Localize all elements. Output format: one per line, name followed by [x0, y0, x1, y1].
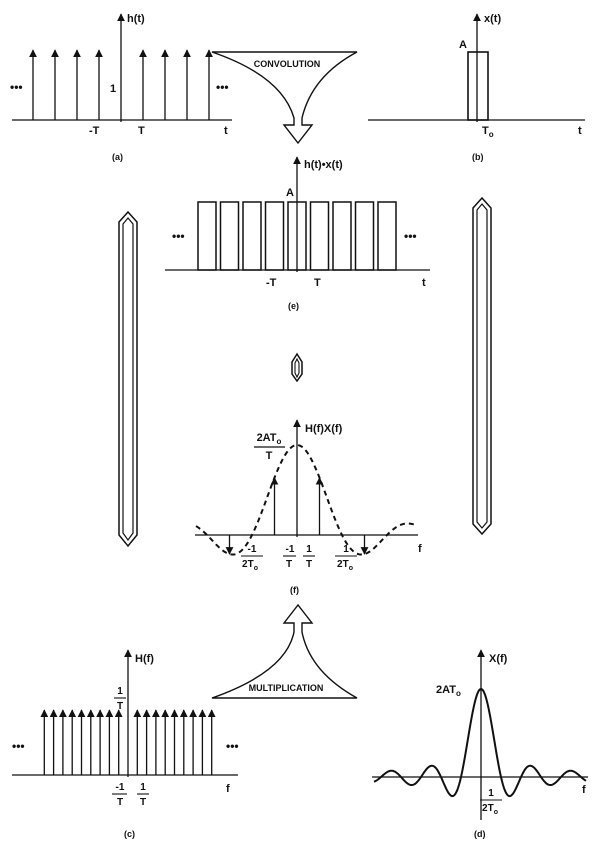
panel-d-caption: (d)	[474, 829, 486, 839]
panel-f-tick-minus-inv-T: -1 T	[283, 544, 296, 570]
panel-d-tick-half-T0: 1 2To	[480, 788, 502, 816]
fourier-pair-right-symbol	[472, 196, 492, 536]
svg-text:2ATo: 2ATo	[257, 432, 282, 446]
pulse	[197, 201, 217, 271]
panel-c-ylabel: H(f)	[135, 653, 154, 665]
panel-a-caption: (a)	[112, 152, 123, 162]
svg-text:-1: -1	[248, 544, 257, 555]
panel-c-dots-right: •••	[226, 739, 239, 753]
panel-a: h(t) 1 ••• ••• -T T t (a)	[10, 13, 232, 162]
pulse	[309, 201, 330, 271]
panel-e-dots-right: •••	[404, 229, 417, 243]
panel-b-xlabel: t	[578, 125, 582, 137]
panel-f-ylabel: H(f)X(f)	[305, 423, 343, 435]
panel-d-ylabel: X(f)	[489, 653, 508, 665]
svg-text:1: 1	[343, 544, 349, 555]
pulse	[377, 201, 397, 271]
panel-f-tick-half-T0: 1 2To	[335, 544, 357, 572]
panel-f-caption: (f)	[290, 585, 299, 595]
svg-text:1: 1	[306, 544, 312, 555]
panel-c: H(f) 1 T ••• ••• -1 T 1 T f (c)	[12, 649, 239, 839]
panel-e-xlabel: t	[422, 277, 426, 289]
multiplication-arrow: MULTIPLICATION	[211, 603, 360, 699]
panel-a-xlabel: t	[224, 125, 228, 137]
panel-e-tick-T: T	[314, 277, 321, 289]
pulse	[332, 201, 352, 271]
svg-text:T: T	[117, 797, 123, 808]
panel-b-pulse	[467, 51, 489, 121]
svg-text:2To: 2To	[482, 803, 498, 816]
panel-a-dots-left: •••	[10, 80, 23, 94]
panel-e-pulse-train	[197, 201, 397, 271]
panel-b-ylabel: x(t)	[484, 13, 501, 25]
svg-text:1: 1	[117, 686, 123, 697]
panel-c-height-label: 1 T	[114, 686, 126, 712]
panel-b-amplitude-label: A	[459, 39, 467, 51]
panel-e-dots-left: •••	[172, 229, 185, 243]
svg-text:T: T	[266, 450, 273, 462]
panel-d-sinc-curve	[373, 687, 587, 798]
svg-text:1: 1	[140, 782, 146, 793]
panel-c-xlabel: f	[226, 783, 230, 795]
panel-f: H(f)X(f) 2ATo T -1 2To -1 T 1 T 1 2To f …	[195, 419, 422, 595]
panel-f-sampled-impulses	[225, 476, 369, 555]
panel-e: h(t)•x(t) A ••• ••• -T T t (e)	[165, 156, 430, 311]
panel-c-impulse-train	[40, 709, 216, 775]
panel-d-peak-label: 2ATo	[436, 684, 461, 698]
panel-b: x(t) A To t (b)	[368, 13, 585, 162]
panel-d: X(f) 2ATo 1 2To f (d)	[372, 649, 588, 839]
panel-a-tick-T: T	[138, 125, 145, 137]
fourier-pair-left-symbol	[118, 210, 138, 548]
svg-text:T: T	[306, 559, 312, 570]
panel-a-dots-right: •••	[216, 80, 229, 94]
panel-b-caption: (b)	[472, 152, 484, 162]
panel-a-height-label: 1	[110, 83, 116, 95]
panel-e-amplitude-label: A	[286, 187, 294, 199]
pulse	[219, 201, 240, 271]
panel-f-xlabel: f	[418, 543, 422, 555]
convolution-arrow: CONVOLUTION	[211, 51, 358, 145]
svg-text:-1: -1	[286, 544, 295, 555]
svg-text:T: T	[140, 797, 146, 808]
panel-f-peak-label: 2ATo T	[254, 432, 285, 462]
panel-e-caption: (e)	[288, 301, 299, 311]
panel-f-tick-inv-T: 1 T	[303, 544, 315, 570]
panel-a-tick-minus-T: -T	[89, 125, 100, 137]
panel-d-xlabel: f	[582, 784, 586, 796]
pulse	[242, 201, 262, 271]
panel-a-ylabel: h(t)	[127, 13, 145, 25]
svg-text:T: T	[286, 559, 292, 570]
pulse	[287, 201, 307, 271]
panel-e-tick-minus-T: -T	[266, 277, 277, 289]
panel-e-ylabel: h(t)•x(t)	[304, 159, 343, 171]
panel-c-tick-inv-T: 1 T	[137, 782, 149, 808]
panel-c-dots-left: •••	[12, 739, 25, 753]
convolution-label: CONVOLUTION	[254, 59, 321, 69]
panel-c-caption: (c)	[124, 829, 135, 839]
panel-f-tick-minus-half-T0: -1 2To	[241, 544, 263, 572]
svg-text:T: T	[117, 701, 123, 712]
pulse	[264, 201, 285, 271]
multiplication-label: MULTIPLICATION	[249, 683, 324, 693]
panel-b-tick-T0: To	[482, 125, 494, 139]
panel-a-impulse-train	[29, 49, 213, 120]
svg-text:1: 1	[488, 788, 494, 799]
panel-c-tick-minus-inv-T: -1 T	[112, 782, 127, 808]
pulse	[354, 201, 375, 271]
svg-text:-1: -1	[116, 782, 125, 793]
svg-text:2To: 2To	[242, 559, 258, 572]
svg-text:2To: 2To	[337, 559, 353, 572]
fourier-pair-center-symbol	[291, 352, 303, 383]
